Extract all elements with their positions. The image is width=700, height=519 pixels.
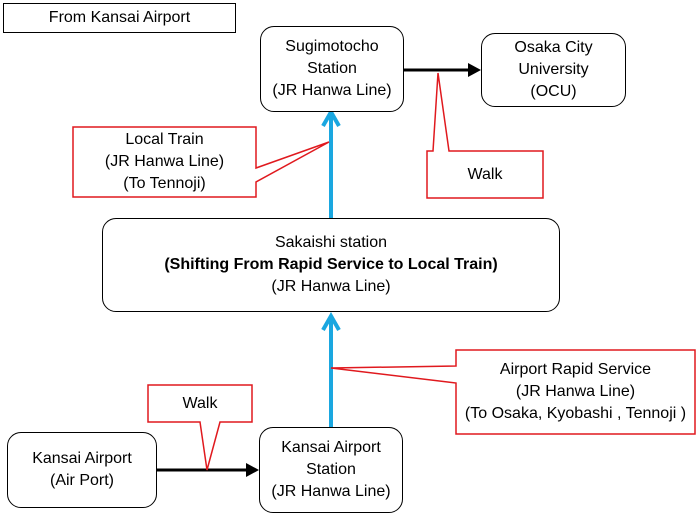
callout-airport-rapid-shape	[330, 349, 696, 435]
node-line: Kansai Airport	[281, 439, 381, 456]
node-kansai-airport: Kansai Airport (Air Port)	[7, 432, 157, 508]
node-osaka-city-university: Osaka City University (OCU)	[481, 33, 626, 107]
node-line-bold: (Shifting From Rapid Service to Local Tr…	[164, 256, 498, 273]
node-line: (OCU)	[530, 83, 577, 100]
node-line: Sakaishi station	[274, 234, 388, 251]
node-line: Sugimotocho	[285, 38, 379, 55]
node-line: University	[518, 61, 589, 78]
callout-line: (To Osaka, Kyobashi , Tennoji )	[464, 405, 687, 422]
node-line: (JR Hanwa Line)	[271, 278, 391, 295]
node-line: Osaka City	[514, 39, 593, 56]
walk-arrow-airport-to-station	[156, 463, 259, 477]
callout-line: Local Train	[125, 131, 204, 148]
callout-line: (JR Hanwa Line)	[104, 153, 225, 170]
node-line: (JR Hanwa Line)	[271, 483, 391, 500]
walk-arrow-sugimotocho-to-ocu	[404, 63, 481, 77]
callout-local-train-shape	[72, 126, 330, 198]
node-line: Kansai Airport	[32, 450, 132, 467]
node-line: (Air Port)	[50, 472, 114, 489]
callout-line: Airport Rapid Service	[499, 361, 652, 378]
callout-walk-bottom-shape	[147, 384, 253, 471]
callout-airport-rapid-service: Airport Rapid Service (JR Hanwa Line) (T…	[456, 350, 695, 434]
callout-walk-bottom: Walk	[148, 385, 252, 422]
node-kansai-airport-station: Kansai Airport Station (JR Hanwa Line)	[259, 427, 403, 513]
callout-walk-top-shape	[426, 72, 544, 199]
train-arrow-sakaishi-to-sugimotocho	[321, 107, 341, 218]
callout-line: Walk	[182, 394, 218, 412]
callout-local-train: Local Train (JR Hanwa Line) (To Tennoji)	[73, 127, 256, 197]
callout-walk-top: Walk	[427, 151, 543, 198]
callout-line: (JR Hanwa Line)	[515, 383, 636, 400]
node-line: (JR Hanwa Line)	[272, 82, 392, 99]
callout-line: (To Tennoji)	[123, 175, 206, 192]
node-sugimotocho-station: Sugimotocho Station (JR Hanwa Line)	[260, 26, 404, 112]
node-sakaishi-station: Sakaishi station (Shifting From Rapid Se…	[102, 218, 560, 312]
diagram-title: From Kansai Airport	[3, 3, 236, 33]
callout-line: Walk	[467, 165, 503, 183]
node-line: Station	[307, 60, 357, 77]
train-arrow-airport-to-sakaishi	[321, 311, 341, 427]
node-line: Station	[306, 461, 356, 478]
